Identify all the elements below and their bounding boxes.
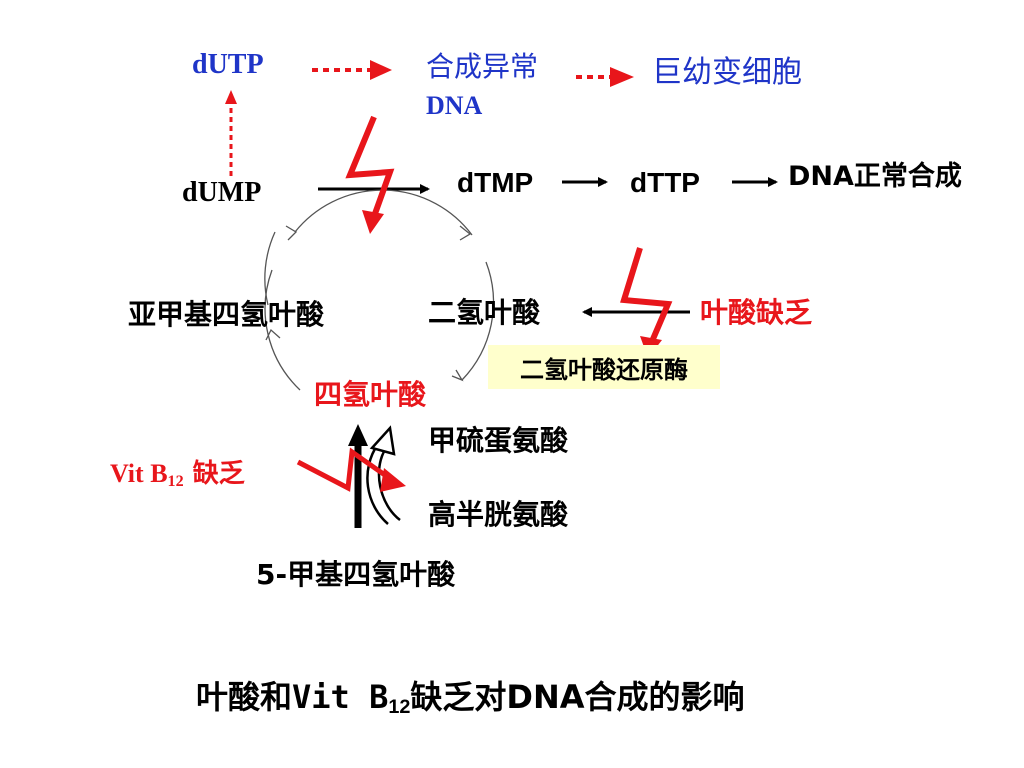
vitb12-suffix: 缺乏 bbox=[183, 459, 245, 489]
lightning-bolt-folate bbox=[620, 247, 673, 358]
node-methylene-thf: 亚甲基四氢叶酸 bbox=[128, 298, 325, 331]
node-normal-dna: DNA正常合成 bbox=[788, 161, 962, 192]
node-dump: dUMP bbox=[182, 177, 262, 208]
enzyme-dhfr-box: 二氢叶酸还原酶 bbox=[488, 345, 720, 389]
node-abnormal-dna-line1: 合成异常 bbox=[426, 50, 539, 83]
caption-prefix: 叶酸和Vit B bbox=[196, 678, 389, 716]
caption-suffix: 缺乏对DNA合成的影响 bbox=[410, 678, 745, 716]
node-megaloblast: 巨幼变细胞 bbox=[652, 55, 802, 90]
node-homocysteine: 高半胱氨酸 bbox=[428, 498, 569, 531]
node-folate-deficiency: 叶酸缺乏 bbox=[700, 296, 813, 329]
vitb12-subscript: 12 bbox=[167, 473, 184, 491]
cycle-arrowheads bbox=[265, 225, 472, 382]
curved-arrow-homocysteine-to-methionine bbox=[366, 425, 401, 525]
node-thf: 四氢叶酸 bbox=[314, 378, 427, 411]
enzyme-dhfr-label: 二氢叶酸还原酶 bbox=[520, 355, 688, 384]
node-dutp: dUTP bbox=[192, 49, 264, 80]
caption-subscript: 12 bbox=[388, 695, 411, 718]
dotted-arrow-dutp-to-abnormal bbox=[312, 60, 392, 80]
vitb12-prefix: Vit B bbox=[110, 459, 168, 488]
node-methionine: 甲硫蛋氨酸 bbox=[428, 424, 569, 457]
dotted-arrow-dump-to-dutp bbox=[225, 90, 237, 176]
label-vitb12-deficiency: Vit B12 缺乏 bbox=[110, 459, 245, 491]
node-methyl-thf: 5-甲基四氢叶酸 bbox=[256, 558, 456, 591]
lightning-bolt-vitb12 bbox=[296, 447, 406, 492]
dotted-arrow-abnormal-to-megaloblast bbox=[576, 67, 634, 87]
node-dttp: dTTP bbox=[630, 167, 700, 198]
diagram-caption: 叶酸和Vit B12缺乏对DNA合成的影响 bbox=[196, 678, 745, 719]
lightning-bolt-top bbox=[345, 115, 395, 234]
node-dtmp: dTMP bbox=[457, 167, 534, 198]
node-abnormal-dna-line2: DNA bbox=[426, 91, 483, 120]
node-dhf: 二氢叶酸 bbox=[428, 296, 541, 329]
